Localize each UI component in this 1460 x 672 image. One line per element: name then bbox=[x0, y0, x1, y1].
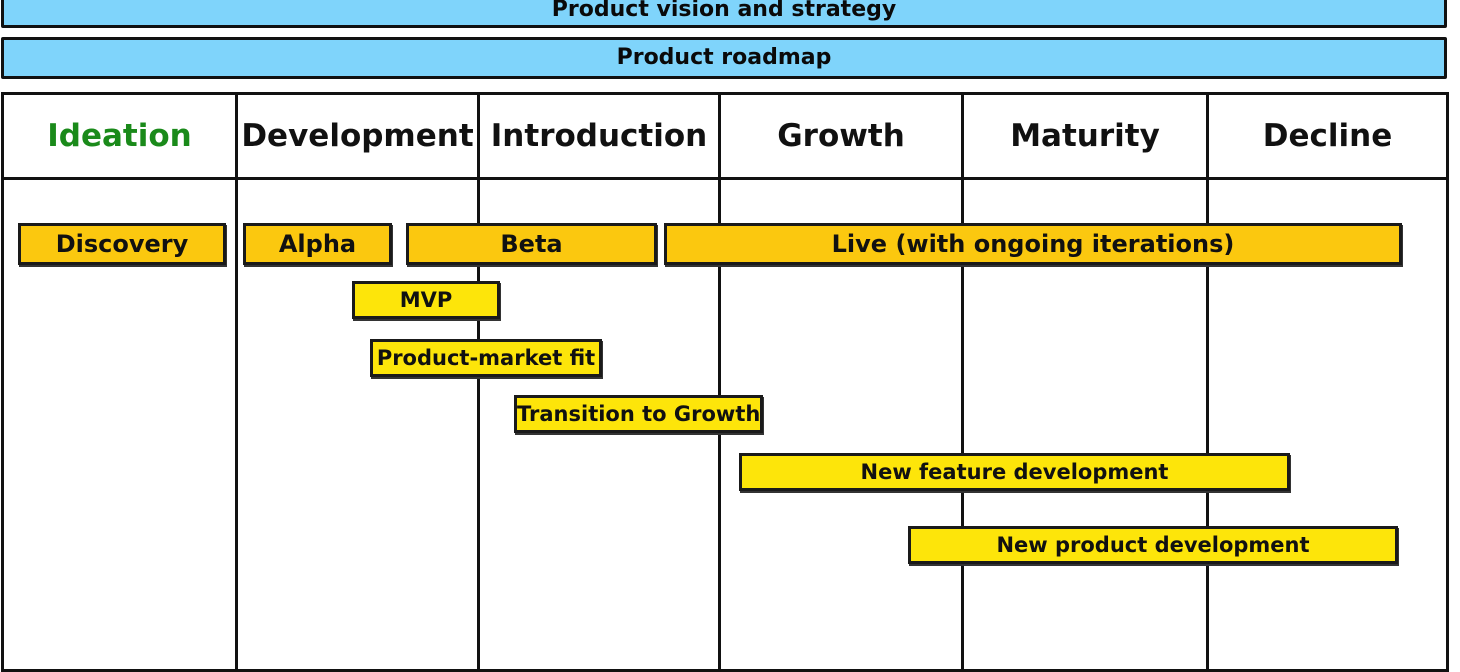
stage-maturity: Maturity bbox=[1010, 118, 1160, 154]
stage-decline: Decline bbox=[1262, 118, 1393, 154]
column-divider bbox=[961, 95, 964, 669]
stage-development: Development bbox=[241, 118, 474, 154]
milestone-new-product-development: New product development bbox=[908, 526, 1398, 564]
roadmap-grid: Ideation Development Introduction Growth… bbox=[1, 92, 1449, 672]
milestone-new-feature-development: New feature development bbox=[739, 453, 1290, 491]
vision-banner: Product vision and strategy bbox=[1, 0, 1447, 28]
column-divider bbox=[235, 95, 238, 669]
milestone-product-market-fit: Product-market fit bbox=[370, 339, 602, 377]
phase-beta: Beta bbox=[406, 223, 657, 265]
milestone-transition-to-growth: Transition to Growth bbox=[514, 395, 763, 433]
stage-ideation: Ideation bbox=[47, 118, 192, 154]
stage-growth: Growth bbox=[777, 118, 905, 154]
header-divider bbox=[4, 177, 1446, 180]
phase-alpha: Alpha bbox=[243, 223, 392, 265]
roadmap-banner: Product roadmap bbox=[1, 37, 1447, 79]
column-divider bbox=[477, 95, 480, 669]
column-divider bbox=[1206, 95, 1209, 669]
phase-discovery: Discovery bbox=[18, 223, 226, 265]
stage-introduction: Introduction bbox=[490, 118, 708, 154]
column-divider bbox=[718, 95, 721, 669]
milestone-mvp: MVP bbox=[352, 281, 500, 319]
phase-live: Live (with ongoing iterations) bbox=[664, 223, 1402, 265]
